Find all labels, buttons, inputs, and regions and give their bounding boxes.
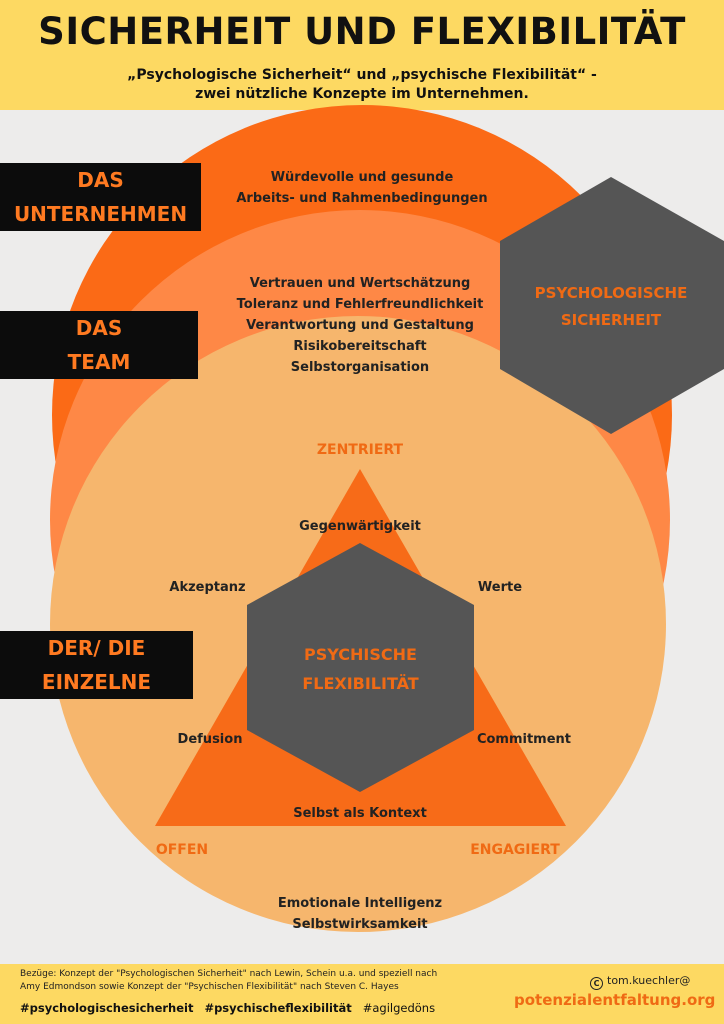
label-team-line-1: DAS	[75, 316, 123, 340]
psych-flex-line-2: FLEXIBILITÄT	[302, 674, 419, 693]
einzelne-text-line-2: Selbstwirksamkeit	[292, 917, 428, 932]
label-team: DAS TEAM	[0, 311, 198, 379]
label-einzelne-line-1: DER/ DIE	[47, 636, 146, 660]
psych-flex-line-1: PSYCHISCHE	[304, 645, 417, 664]
psych-sicherheit-line-1: PSYCHOLOGISCHE	[534, 284, 688, 302]
page-title: SICHERHEIT UND FLEXIBILITÄT	[38, 10, 686, 53]
psych-flex-hexagon	[247, 543, 474, 792]
team-text-line-3: Verantwortung und Gestaltung	[246, 318, 474, 333]
footer-references: Bezüge: Konzept der "Psychologischen Sic…	[20, 968, 490, 994]
subtitle-line-1: „Psychologische Sicherheit“ und „psychis…	[127, 67, 597, 83]
hashtag-agilgedoens[interactable]: #agilgedöns	[362, 1001, 436, 1015]
label-unternehmen-line-2: UNTERNEHMEN	[13, 202, 188, 226]
footer-banner	[0, 964, 724, 1024]
page-subtitle: „Psychologische Sicherheit“ und „psychis…	[0, 66, 724, 104]
unternehmen-text-line-2: Arbeits- und Rahmenbedingungen	[236, 191, 488, 206]
team-text-line-2: Toleranz und Fehlerfreundlichkeit	[236, 297, 484, 312]
einzelne-text-line-1: Emotionale Intelligenz	[277, 896, 443, 911]
werte-label: Werte	[477, 580, 523, 595]
team-text-line-4: Risikobereitschaft	[293, 339, 427, 354]
copyright-icon: C	[590, 977, 603, 990]
psych-sicherheit-hexagon	[500, 177, 724, 434]
hashtag-psychologischesicherheit[interactable]: #psychologischesicherheit	[20, 1001, 194, 1015]
subtitle-line-2: zwei nützliche Konzepte im Unternehmen.	[195, 86, 529, 102]
selbst-als-kontext-label: Selbst als Kontext	[293, 806, 427, 821]
team-text: Vertrauen und Wertschätzung Toleranz und…	[210, 273, 510, 378]
footer-hashtags: #psychologischesicherheit #psychischefle…	[20, 1001, 540, 1015]
references-line-2: Amy Edmondson sowie Konzept der "Psychis…	[20, 982, 399, 992]
psych-sicherheit-line-2: SICHERHEIT	[560, 311, 662, 329]
team-text-line-5: Selbstorganisation	[290, 360, 430, 375]
commitment-label: Commitment	[476, 732, 572, 747]
credit-handle-text: tom.kuechler@	[607, 974, 691, 987]
hashtag-psychischeflexibilitaet[interactable]: #psychischeflexibilität	[204, 1001, 352, 1015]
einzelne-text: Emotionale Intelligenz Selbstwirksamkeit	[230, 893, 490, 935]
triangle-top-label: ZENTRIERT	[316, 442, 404, 458]
gegenwaertigkeit-label: Gegenwärtigkeit	[299, 519, 421, 534]
label-einzelne-line-2: EINZELNE	[41, 670, 152, 694]
akzeptanz-label: Akzeptanz	[169, 580, 246, 595]
triangle-left-label: OFFEN	[155, 842, 209, 858]
label-unternehmen: DAS UNTERNEHMEN	[0, 163, 201, 231]
credit-website[interactable]: potenzialentfaltung.org	[514, 991, 716, 1009]
label-team-line-2: TEAM	[67, 350, 131, 374]
header-banner: SICHERHEIT UND FLEXIBILITÄT „Psychologis…	[0, 0, 724, 110]
psych-sicherheit-label: PSYCHOLOGISCHE SICHERHEIT	[500, 280, 722, 334]
label-einzelne: DER/ DIE EINZELNE	[0, 631, 193, 699]
unternehmen-text: Würdevolle und gesunde Arbeits- und Rahm…	[212, 167, 512, 209]
unternehmen-text-line-1: Würdevolle und gesunde	[270, 170, 454, 185]
references-line-1: Bezüge: Konzept der "Psychologischen Sic…	[20, 969, 438, 979]
triangle-right-label: ENGAGIERT	[470, 842, 560, 858]
team-text-line-1: Vertrauen und Wertschätzung	[249, 276, 471, 291]
defusion-label: Defusion	[177, 732, 243, 747]
psych-flex-label: PSYCHISCHE FLEXIBILITÄT	[247, 640, 474, 698]
label-unternehmen-line-1: DAS	[77, 168, 124, 192]
